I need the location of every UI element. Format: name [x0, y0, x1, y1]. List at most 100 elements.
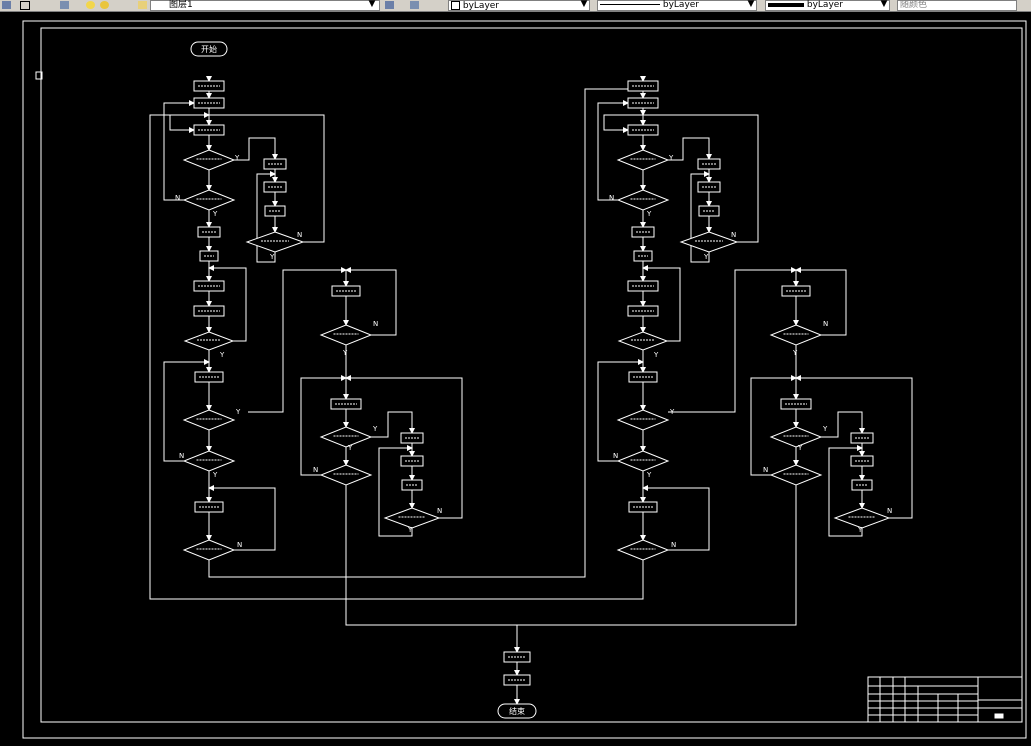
branch-yes-label: Y: [219, 351, 225, 359]
branch-no-label: N: [175, 194, 180, 202]
flow-line: [345, 375, 463, 519]
branch-yes-label: Y: [703, 253, 709, 261]
flow-line: [345, 485, 797, 626]
branch-yes-label: Y: [234, 154, 240, 162]
flow-line: [169, 114, 325, 243]
flow-line: [163, 100, 195, 201]
chevron-down-icon[interactable]: ▼: [747, 0, 755, 9]
color-swatch: [451, 1, 460, 10]
branch-no-label: N: [887, 507, 892, 515]
layer-state-icon[interactable]: [20, 1, 30, 10]
flow-line: [795, 375, 913, 519]
branch-yes-label: Y: [646, 210, 652, 218]
layers-icon[interactable]: [60, 1, 69, 9]
branch-no-label: N: [609, 194, 614, 202]
end-terminal-label: 结束: [509, 706, 525, 716]
flow-line: [163, 359, 210, 462]
branch-no-label: N: [373, 320, 378, 328]
decision-diamond: [616, 189, 670, 211]
branch-yes-label: Y: [407, 526, 413, 534]
branch-yes-label: Y: [668, 154, 674, 162]
branch-yes-label: Y: [792, 349, 798, 357]
flow-line: [208, 265, 247, 342]
start-terminal-label: 开始: [201, 44, 217, 54]
branch-no-label: N: [313, 466, 318, 474]
decision-diamond: [769, 426, 823, 448]
title-block: [867, 676, 1023, 723]
branch-yes-label: Y: [822, 425, 828, 433]
flow-line: [668, 267, 797, 413]
color-dropdown[interactable]: byLayer: [448, 0, 590, 11]
branch-yes-label: Y: [212, 471, 218, 479]
properties-toolbar: 图层1 ▼ byLayer ▼ byLayer ▼ byLayer ▼ 随颜色: [0, 0, 1031, 12]
flow-line: [149, 112, 644, 600]
chevron-down-icon[interactable]: ▼: [368, 0, 376, 9]
branch-yes-label: Y: [653, 351, 659, 359]
decision-diamond: [182, 539, 236, 561]
layer-name: 图层1: [169, 0, 193, 10]
branch-yes-label: Y: [669, 408, 675, 416]
decision-diamond: [616, 539, 670, 561]
branch-yes-label: Y: [269, 253, 275, 261]
layer-manager-icon[interactable]: [2, 1, 11, 9]
branch-no-label: N: [823, 320, 828, 328]
lineweight-dropdown[interactable]: byLayer: [765, 0, 890, 11]
flow-line: [668, 137, 712, 161]
lightbulb-icon[interactable]: [86, 1, 95, 9]
branch-no-label: N: [613, 452, 618, 460]
decision-diamond: [319, 426, 373, 448]
branch-no-label: N: [179, 452, 184, 460]
sheet-tab: [35, 71, 43, 80]
decision-diamond: [319, 464, 373, 486]
lock-icon[interactable]: [138, 1, 147, 9]
sun-icon[interactable]: [100, 1, 109, 9]
flow-line: [642, 265, 681, 342]
decision-diamond: [183, 331, 235, 351]
start-terminal: [190, 41, 228, 57]
flow-line: [234, 137, 278, 161]
flow-line: [208, 485, 276, 551]
chevron-down-icon[interactable]: ▼: [580, 0, 588, 9]
flow-line: [642, 485, 710, 551]
flow-lines: [149, 76, 913, 705]
decision-diamond: [616, 450, 670, 472]
flow-line: [371, 411, 415, 438]
linetype-dropdown[interactable]: byLayer: [597, 0, 757, 11]
decision-diamond: [616, 409, 670, 431]
flow-line: [208, 88, 646, 578]
flow-line: [821, 411, 865, 438]
flow-line: [828, 445, 863, 537]
branch-yes-label: Y: [235, 408, 241, 416]
decision-diamond: [617, 331, 669, 351]
decision-diamond: [182, 149, 236, 171]
flow-line: [300, 375, 347, 476]
branch-no-label: N: [671, 541, 676, 549]
layer-previous-icon[interactable]: [410, 1, 419, 9]
plotstyle-dropdown[interactable]: 随颜色: [897, 0, 1017, 11]
decision-diamond: [182, 189, 236, 211]
branch-yes-label: Y: [347, 444, 353, 452]
branch-yes-label: Y: [372, 425, 378, 433]
lineweight-sample: [768, 2, 804, 7]
decision-diamond: [833, 507, 891, 529]
branch-yes-label: Y: [857, 526, 863, 534]
lineweight-value: byLayer: [806, 0, 844, 10]
flow-line: [378, 445, 413, 537]
branch-yes-label: Y: [646, 471, 652, 479]
make-current-layer-icon[interactable]: [385, 1, 394, 9]
layer-dropdown[interactable]: 图层1: [150, 0, 380, 11]
branch-no-label: N: [237, 541, 242, 549]
decision-diamond: [679, 231, 739, 253]
chevron-down-icon[interactable]: ▼: [880, 0, 888, 9]
flow-line: [750, 375, 797, 476]
linetype-value: byLayer: [662, 0, 700, 10]
branch-yes-label: Y: [342, 349, 348, 357]
flow-line: [690, 171, 710, 263]
flow-line: [603, 114, 759, 243]
flow-line: [256, 171, 276, 263]
sheet-border-inner: [40, 27, 1023, 723]
decision-diamond: [319, 324, 373, 346]
